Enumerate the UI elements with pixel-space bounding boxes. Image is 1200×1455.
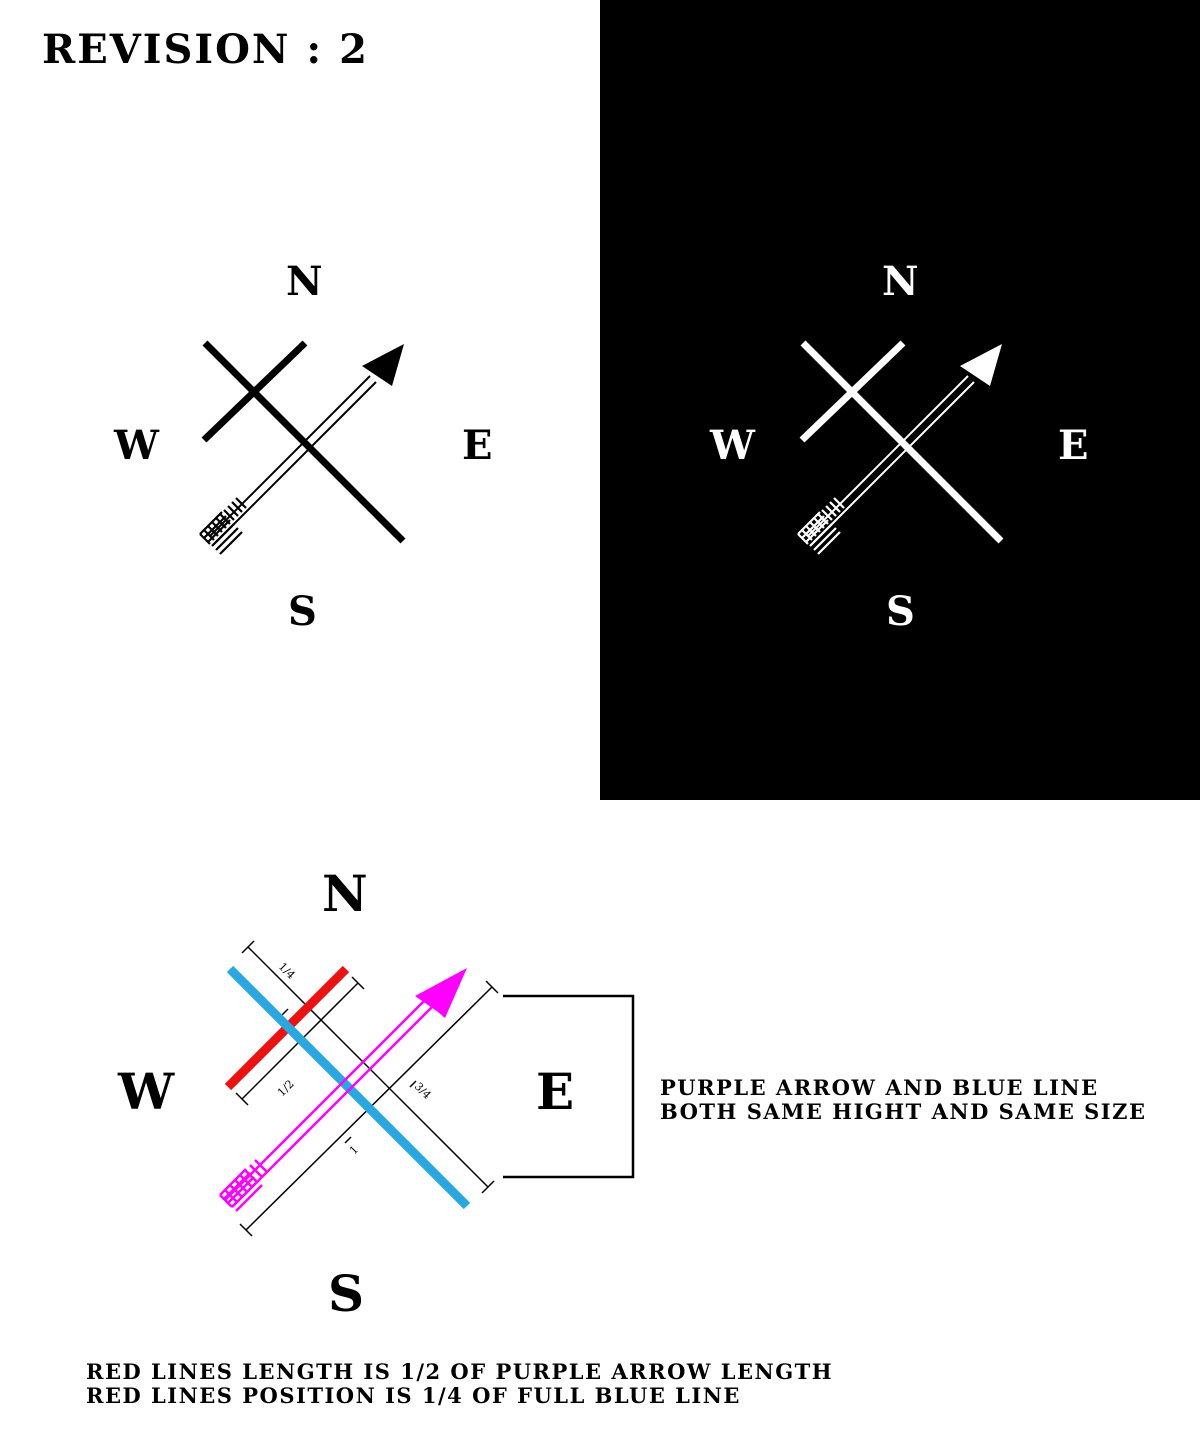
south-label: S <box>288 588 317 635</box>
compass-arrow-graphic-white <box>797 340 1004 555</box>
north-label: N <box>322 864 368 923</box>
purple-arrow-head <box>415 968 467 1018</box>
west-label: W <box>710 422 755 469</box>
compass-short-line <box>201 340 308 443</box>
black-background-panel <box>600 0 1200 800</box>
east-label: E <box>1058 422 1089 469</box>
south-label: S <box>886 588 915 635</box>
height-bracket <box>503 994 635 1179</box>
note-line: BOTH SAME HIGHT AND SAME SIZE <box>660 1099 1147 1125</box>
north-label: N <box>286 258 323 305</box>
construction-graphic: 1/4 1/2 3/4 1 <box>219 940 635 1237</box>
note-line: PURPLE ARROW AND BLUE LINE <box>660 1075 1099 1100</box>
west-label: W <box>118 1062 175 1121</box>
compass-short-line <box>799 340 906 443</box>
page-title: REVISION : 2 <box>42 26 369 73</box>
compass-logo-black: N S E W <box>100 250 520 650</box>
north-label: N <box>882 258 919 305</box>
label-three-quarter: 3/4 <box>412 1080 434 1102</box>
note-arrow-blue-size: PURPLE ARROW AND BLUE LINE BOTH SAME HIG… <box>660 1075 1147 1125</box>
compass-construction-diagram: 1/4 1/2 3/4 1 N S E W <box>100 855 660 1325</box>
note-line: RED LINES POSITION IS 1/4 OF FULL BLUE L… <box>86 1383 741 1409</box>
label-full: 1 <box>347 1143 361 1157</box>
south-label: S <box>328 1264 365 1323</box>
note-line: RED LINES LENGTH IS 1/2 OF PURPLE ARROW … <box>86 1359 834 1384</box>
compass-logo-white: N S E W <box>698 250 1118 650</box>
compass-arrow-graphic-black <box>199 340 406 555</box>
blue-line <box>226 965 471 1210</box>
arrow-head <box>362 344 404 386</box>
east-label: E <box>536 1062 575 1121</box>
note-red-lines: RED LINES LENGTH IS 1/2 OF PURPLE ARROW … <box>86 1359 834 1409</box>
label-half: 1/2 <box>275 1077 297 1099</box>
arrow-head <box>960 344 1002 386</box>
dimension-line-full <box>247 946 489 1188</box>
east-label: E <box>462 422 493 469</box>
west-label: W <box>114 422 159 469</box>
